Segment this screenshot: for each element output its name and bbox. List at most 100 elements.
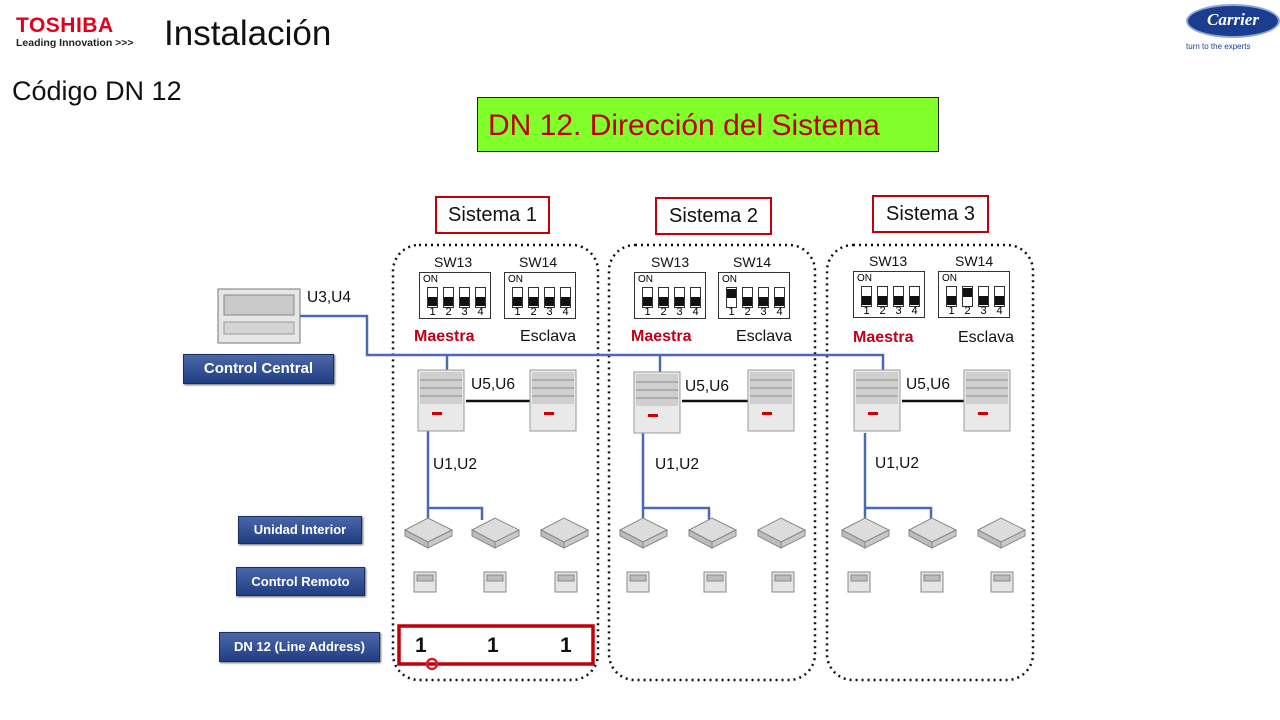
page-title: Instalación — [164, 14, 332, 53]
system-2-title: Sistema 2 — [655, 197, 772, 235]
dip-switch-number: 3 — [760, 306, 767, 318]
dip-switch-lever — [512, 287, 523, 308]
system-2-u5u6-label: U5,U6 — [685, 378, 729, 395]
dip-switch-lever — [861, 286, 872, 307]
dip-switch-lever — [742, 287, 753, 308]
dip-switch-lever — [427, 287, 438, 308]
dip-switch-number: 2 — [530, 306, 537, 318]
system-3-sw14-on-label: ON — [942, 273, 957, 284]
system-3-u5u6-label: U5,U6 — [906, 376, 950, 393]
carrier-tagline: turn to the experts — [1186, 42, 1251, 51]
dip-switch-number: 1 — [948, 305, 955, 317]
dip-switch-knob — [963, 288, 972, 297]
dip-switch-number: 1 — [728, 306, 735, 318]
dip-switch-lever — [443, 287, 454, 308]
page-subtitle: Código DN 12 — [12, 76, 182, 106]
indoor-unit — [403, 517, 454, 549]
dip-switch-number: 3 — [461, 306, 468, 318]
system-3-u1u2-label: U1,U2 — [875, 455, 919, 472]
system-1-master-outdoor-unit — [417, 369, 465, 432]
dip-switch-number: 4 — [911, 305, 918, 317]
indoor-unit-label: Unidad Interior — [238, 516, 362, 544]
dip-switch-number: 2 — [445, 306, 452, 318]
dip-switch-number: 4 — [477, 306, 484, 318]
u3u4-wire — [300, 314, 885, 370]
indoor-unit — [840, 517, 891, 549]
dip-switch-knob — [513, 297, 522, 306]
system-2-master-label: Maestra — [631, 328, 692, 345]
dip-switch-lever — [946, 286, 957, 307]
dip-switch-number: 3 — [980, 305, 987, 317]
dip-switch-lever — [726, 287, 737, 308]
dip-switch-knob — [659, 297, 668, 306]
dip-switch-number: 4 — [776, 306, 783, 318]
dip-switch-knob — [759, 297, 768, 306]
remote-controller — [847, 571, 871, 593]
dn12-line-address-label: DN 12 (Line Address) — [219, 632, 380, 662]
dip-switch-knob — [862, 296, 871, 305]
dip-switch-lever — [560, 287, 571, 308]
remote-controller — [626, 571, 650, 593]
dip-switch-lever — [994, 286, 1005, 307]
remote-controller — [703, 571, 727, 593]
dip-switch-number: 2 — [879, 305, 886, 317]
system-3-slave-label: Esclava — [958, 329, 1015, 346]
dip-switch-number: 3 — [546, 306, 553, 318]
diagram-banner: DN 12. Dirección del Sistema — [477, 97, 939, 152]
system-1-sw14-on-label: ON — [508, 274, 523, 285]
system-1-address-1: 1 — [415, 634, 427, 657]
dip-switch-number: 1 — [429, 306, 436, 318]
system-2-sw14-label: SW14 — [733, 254, 772, 270]
system-1-address-2: 1 — [487, 634, 499, 657]
dip-switch-number: 4 — [692, 306, 699, 318]
dip-switch-knob — [743, 297, 752, 306]
dip-switch-knob — [894, 296, 903, 305]
remote-controller — [920, 571, 944, 593]
u3u4-label: U3,U4 — [307, 289, 351, 306]
system-1-title: Sistema 1 — [435, 196, 550, 234]
dip-switch-knob — [476, 297, 485, 306]
system-1-address-3: 1 — [560, 634, 572, 657]
system-3-title: Sistema 3 — [872, 195, 989, 233]
remote-controller — [771, 571, 795, 593]
remote-controller — [413, 571, 437, 593]
system-3-sw13-on-label: ON — [857, 273, 872, 284]
dip-switch-lever — [642, 287, 653, 308]
dip-switch-knob — [675, 297, 684, 306]
dip-switch-lever — [690, 287, 701, 308]
dip-switch-lever — [459, 287, 470, 308]
dip-switch-lever — [877, 286, 888, 307]
pointer-marker — [425, 657, 439, 671]
dip-switch-knob — [691, 297, 700, 306]
system-2-slave-label: Esclava — [736, 328, 793, 345]
indoor-unit — [756, 517, 807, 549]
dip-switch-lever — [544, 287, 555, 308]
system-2-indoor-bus — [643, 506, 711, 520]
dip-switch-lever — [658, 287, 669, 308]
dip-switch-number: 1 — [514, 306, 521, 318]
dip-switch-number: 4 — [562, 306, 569, 318]
indoor-unit — [687, 517, 738, 549]
indoor-unit — [470, 517, 521, 549]
dip-switch-knob — [561, 297, 570, 306]
dip-switch-knob — [545, 297, 554, 306]
system-1-slave-label: Esclava — [520, 328, 577, 345]
dip-switch-knob — [947, 296, 956, 305]
system-2-slave-outdoor-unit — [747, 369, 795, 432]
system-3-slave-outdoor-unit — [963, 369, 1011, 432]
system-2-sw13-on-label: ON — [638, 274, 653, 285]
system-1-sw13-label: SW13 — [434, 254, 473, 270]
system-3-sw13-label: SW13 — [869, 253, 908, 269]
dip-switch-lever — [758, 287, 769, 308]
system-2-sw13-label: SW13 — [651, 254, 690, 270]
dip-switch-lever — [528, 287, 539, 308]
remote-controllers — [413, 571, 1014, 593]
remote-controller — [483, 571, 507, 593]
dip-switch-number: 2 — [964, 305, 971, 317]
